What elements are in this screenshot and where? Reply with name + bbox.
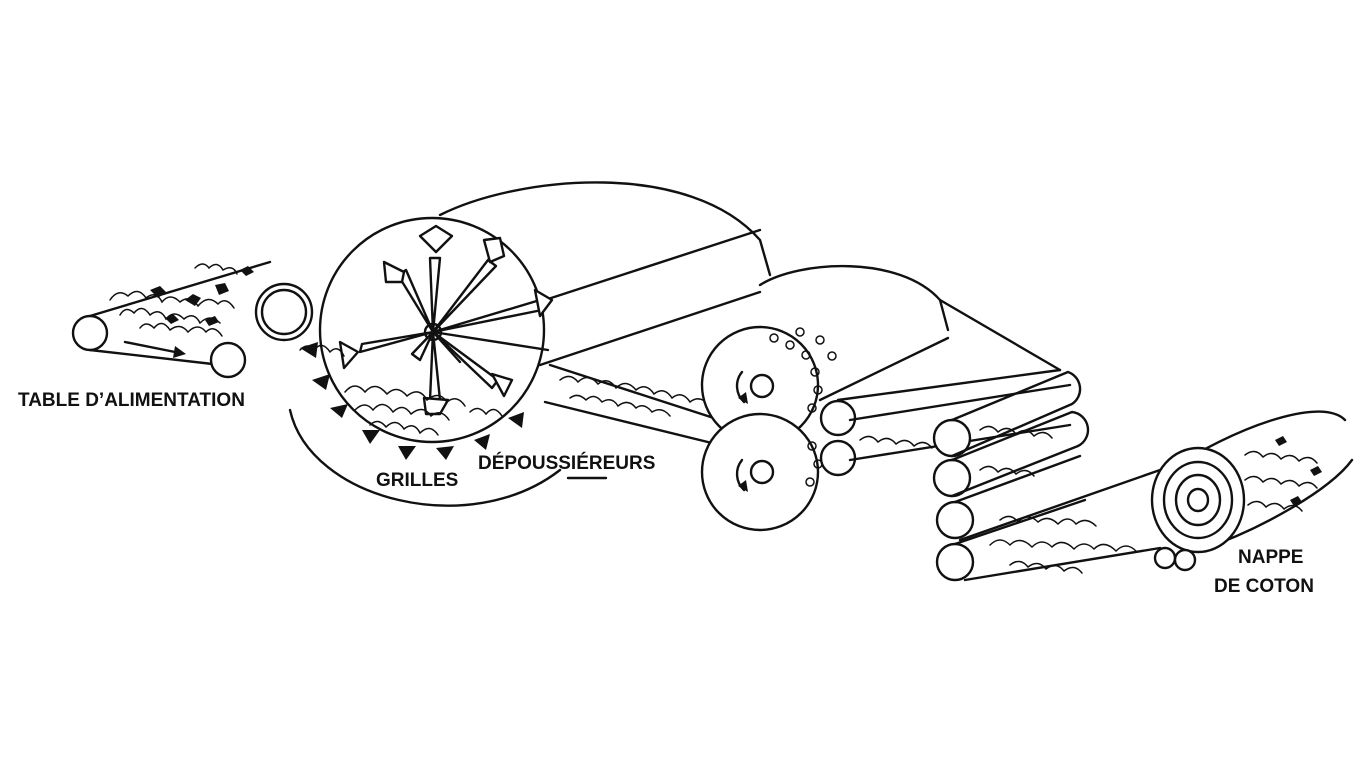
beaten-cotton — [299, 344, 503, 436]
calender-rollers — [819, 298, 1090, 582]
dust-cages — [700, 264, 950, 532]
cotton-lap — [958, 410, 1354, 582]
label-grilles: GRILLES — [376, 470, 458, 491]
cage-perforations — [769, 327, 837, 487]
label-lap-line2: DE COTON — [1214, 576, 1314, 597]
beater-drum — [288, 181, 772, 507]
beater-blades — [338, 224, 554, 416]
feed-roller — [254, 282, 314, 342]
label-lap-line1: NAPPE — [1238, 547, 1303, 568]
label-dedusters: DÉPOUSSIÉREURS — [478, 452, 655, 474]
fibre-channel — [543, 363, 722, 447]
grille-bars — [300, 342, 524, 460]
raw-cotton-tufts — [109, 263, 254, 337]
label-feed-table: TABLE D’ALIMENTATION — [18, 390, 245, 411]
lap-roll-end — [1150, 446, 1246, 554]
feed-table — [71, 260, 314, 379]
